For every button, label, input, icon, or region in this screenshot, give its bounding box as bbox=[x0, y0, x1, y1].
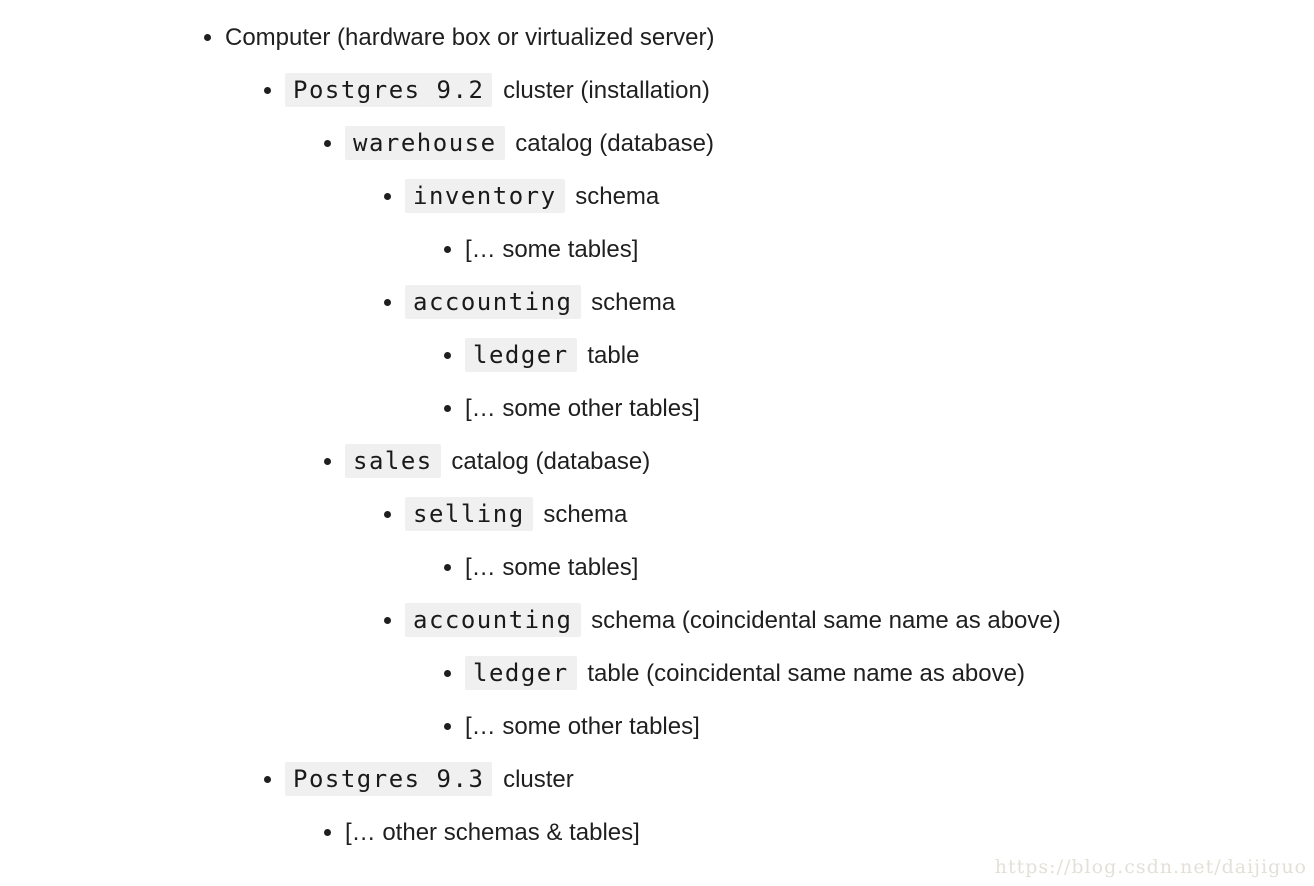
list-item-catalog-sales: sales catalog (database) selling schema bbox=[345, 435, 1314, 753]
list-item-label: catalog (database) bbox=[451, 448, 651, 475]
inline-code: Postgres 9.2 bbox=[285, 73, 493, 107]
list-item-label: schema bbox=[575, 183, 660, 210]
list-item-other-placeholder: [… other schemas & tables] bbox=[345, 806, 1314, 859]
inline-code: warehouse bbox=[345, 126, 505, 160]
nested-list-tables: [… some tables] bbox=[405, 223, 1314, 276]
inline-code: sales bbox=[345, 444, 441, 478]
list-item-label: schema bbox=[591, 289, 676, 316]
nested-list-catalogs: warehouse catalog (database) inventory s… bbox=[285, 117, 1314, 753]
list-item-label: table (coincidental same name as above) bbox=[587, 660, 1025, 687]
inline-code: ledger bbox=[465, 338, 577, 372]
list-item-label: [… other schemas & tables] bbox=[345, 819, 640, 846]
nested-list-tables: ledger table [… some other tables] bbox=[405, 329, 1314, 435]
list-item-table-ledger: ledger table bbox=[465, 329, 1314, 382]
inline-code: ledger bbox=[465, 656, 577, 690]
nested-list-other: [… other schemas & tables] bbox=[285, 806, 1314, 859]
list-item-tables-placeholder: [… some other tables] bbox=[465, 382, 1314, 435]
list-item-label: [… some tables] bbox=[465, 236, 639, 263]
list-item-cluster-93: Postgres 9.3 cluster [… other schemas & … bbox=[285, 753, 1314, 859]
list-item-computer: Computer (hardware box or virtualized se… bbox=[225, 11, 1314, 859]
list-item-label: [… some other tables] bbox=[465, 713, 700, 740]
hierarchy-list: Computer (hardware box or virtualized se… bbox=[165, 11, 1314, 859]
nested-list-tables: ledger table (coincidental same name as … bbox=[405, 647, 1314, 753]
list-item-label: schema (coincidental same name as above) bbox=[591, 607, 1061, 634]
list-item-schema-accounting-2: accounting schema (coincidental same nam… bbox=[405, 594, 1314, 753]
list-item-label: table bbox=[587, 342, 640, 369]
inline-code: inventory bbox=[405, 179, 565, 213]
list-item-label: cluster (installation) bbox=[503, 77, 710, 104]
list-item-tables-placeholder: [… some other tables] bbox=[465, 700, 1314, 753]
list-item-label: schema bbox=[543, 501, 628, 528]
list-item-tables-placeholder: [… some tables] bbox=[465, 223, 1314, 276]
list-item-cluster-92: Postgres 9.2 cluster (installation) ware… bbox=[285, 64, 1314, 753]
nested-list-schemas: inventory schema [… some tables] bbox=[345, 170, 1314, 435]
list-item-label: Computer (hardware box or virtualized se… bbox=[225, 24, 715, 51]
inline-code: accounting bbox=[405, 603, 581, 637]
nested-list-schemas: selling schema [… some tables] bbox=[345, 488, 1314, 753]
list-item-schema-selling: selling schema [… some tables] bbox=[405, 488, 1314, 594]
list-item-catalog-warehouse: warehouse catalog (database) inventory s… bbox=[345, 117, 1314, 435]
list-item-label: [… some other tables] bbox=[465, 395, 700, 422]
list-item-table-ledger-2: ledger table (coincidental same name as … bbox=[465, 647, 1314, 700]
nested-list-clusters: Postgres 9.2 cluster (installation) ware… bbox=[225, 64, 1314, 859]
watermark: https://blog.csdn.net/daijiguo bbox=[994, 856, 1307, 878]
list-item-label: [… some tables] bbox=[465, 554, 639, 581]
inline-code: selling bbox=[405, 497, 533, 531]
list-item-schema-inventory: inventory schema [… some tables] bbox=[405, 170, 1314, 276]
inline-code: accounting bbox=[405, 285, 581, 319]
inline-code: Postgres 9.3 bbox=[285, 762, 493, 796]
nested-list-tables: [… some tables] bbox=[405, 541, 1314, 594]
document-body: Computer (hardware box or virtualized se… bbox=[0, 0, 1314, 859]
list-item-label: cluster bbox=[503, 766, 574, 793]
list-item-schema-accounting: accounting schema ledger table bbox=[405, 276, 1314, 435]
list-item-tables-placeholder: [… some tables] bbox=[465, 541, 1314, 594]
list-item-label: catalog (database) bbox=[515, 130, 715, 157]
